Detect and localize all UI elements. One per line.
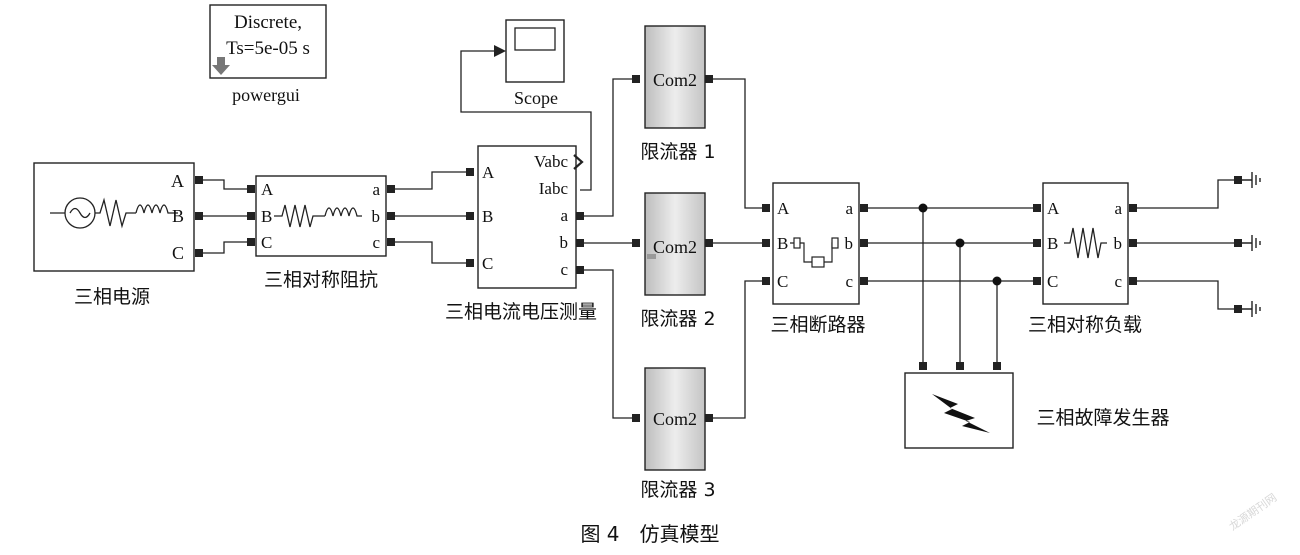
watermark: 龙源期刊网 — [1226, 490, 1279, 533]
junction-dot-c — [992, 276, 1002, 286]
limiter-3-label: Com2 — [653, 409, 697, 429]
resistor-icon — [274, 204, 325, 228]
ground-block-1[interactable] — [1234, 172, 1261, 188]
measurement-in-B: B — [482, 207, 493, 226]
ground-icon — [1242, 235, 1261, 251]
breaker-switch-icon — [790, 237, 839, 268]
resistor-icon — [50, 197, 136, 229]
load-out-b: b — [1114, 234, 1123, 253]
limiter-2-label: Com2 — [653, 237, 697, 257]
limiter-2-name: 限流器 2 — [640, 308, 715, 330]
three-phase-source-block[interactable]: A B C 三相电源 — [33, 162, 203, 308]
measurement-out-a: a — [560, 206, 568, 225]
breaker-out-c: c — [845, 272, 853, 291]
impedance-in-B: B — [261, 207, 272, 226]
inductor-icon — [135, 204, 178, 214]
breaker-in-A: A — [777, 199, 790, 218]
ground-icon — [1242, 301, 1261, 317]
lightning-bolt-icon — [932, 394, 990, 433]
source-port-A: A — [171, 171, 184, 191]
limiter-block-2[interactable]: Com2 限流器 2 — [632, 192, 716, 330]
impedance-out-a: a — [372, 180, 380, 199]
scope-screen-icon — [514, 27, 556, 51]
limiter-block-1[interactable]: Com2 限流器 1 — [632, 25, 716, 163]
impedance-block[interactable]: A B C a b c 三相对称阻抗 — [247, 175, 395, 291]
load-in-A: A — [1047, 199, 1060, 218]
limiter-1-name: 限流器 1 — [640, 141, 715, 163]
fault-name: 三相故障发生器 — [1036, 407, 1169, 429]
junction-dot-a — [918, 203, 928, 213]
source-port-B: B — [172, 206, 184, 226]
output-arrow-icon — [573, 154, 584, 170]
measurement-name: 三相电流电压测量 — [445, 301, 597, 323]
measurement-out-c: c — [560, 260, 568, 279]
measurement-in-C: C — [482, 254, 493, 273]
source-name: 三相电源 — [74, 286, 150, 308]
impedance-out-c: c — [372, 233, 380, 252]
measurement-in-A: A — [482, 163, 495, 182]
scope-name: Scope — [514, 88, 558, 108]
figure-caption: 图 4 仿真模型 — [580, 522, 719, 546]
powergui-block[interactable]: Discrete, Ts=5e-05 s powergui — [209, 4, 327, 105]
impedance-name: 三相对称阻抗 — [264, 269, 378, 291]
powergui-name: powergui — [232, 85, 300, 105]
measurement-out-b: b — [560, 233, 569, 252]
scope-input-arrow-icon — [494, 45, 506, 57]
impedance-in-A: A — [261, 180, 274, 199]
load-out-a: a — [1114, 199, 1122, 218]
load-block[interactable]: A B C a b c 三相对称负载 — [1028, 182, 1142, 336]
breaker-name: 三相断路器 — [770, 314, 865, 336]
ground-icon — [1242, 172, 1261, 188]
load-in-C: C — [1047, 272, 1058, 291]
breaker-in-B: B — [777, 234, 788, 253]
limiter-1-label: Com2 — [653, 70, 697, 90]
impedance-out-b: b — [372, 207, 381, 226]
measurement-out-iabc: Iabc — [539, 179, 569, 198]
breaker-out-b: b — [845, 234, 854, 253]
scope-block[interactable]: Scope — [505, 19, 565, 108]
limiter-2-marker-icon — [647, 254, 656, 259]
inductor-icon — [324, 207, 362, 217]
down-arrow-icon — [212, 57, 230, 75]
source-port-C: C — [172, 243, 184, 263]
load-name: 三相对称负载 — [1028, 314, 1142, 336]
measurement-out-vabc: Vabc — [534, 152, 568, 171]
breaker-out-a: a — [845, 199, 853, 218]
limiter-block-3[interactable]: Com2 限流器 3 — [632, 367, 716, 501]
limiter-3-name: 限流器 3 — [640, 479, 715, 501]
junction-dot-b — [955, 238, 965, 248]
fault-generator-block[interactable]: 三相故障发生器 — [904, 362, 1170, 449]
powergui-line2: Ts=5e-05 s — [226, 38, 310, 59]
impedance-in-C: C — [261, 233, 272, 252]
measurement-block[interactable]: A B C Vabc Iabc a b c 三相电流电压测量 — [445, 145, 597, 323]
powergui-line1: Discrete, — [234, 12, 302, 33]
load-out-c: c — [1114, 272, 1122, 291]
breaker-in-C: C — [777, 272, 788, 291]
breaker-block[interactable]: A B C a b c 三相断路器 — [762, 182, 868, 336]
ground-block-3[interactable] — [1234, 301, 1261, 317]
resistor-icon — [1064, 227, 1107, 259]
load-in-B: B — [1047, 234, 1058, 253]
ground-block-2[interactable] — [1234, 235, 1261, 251]
